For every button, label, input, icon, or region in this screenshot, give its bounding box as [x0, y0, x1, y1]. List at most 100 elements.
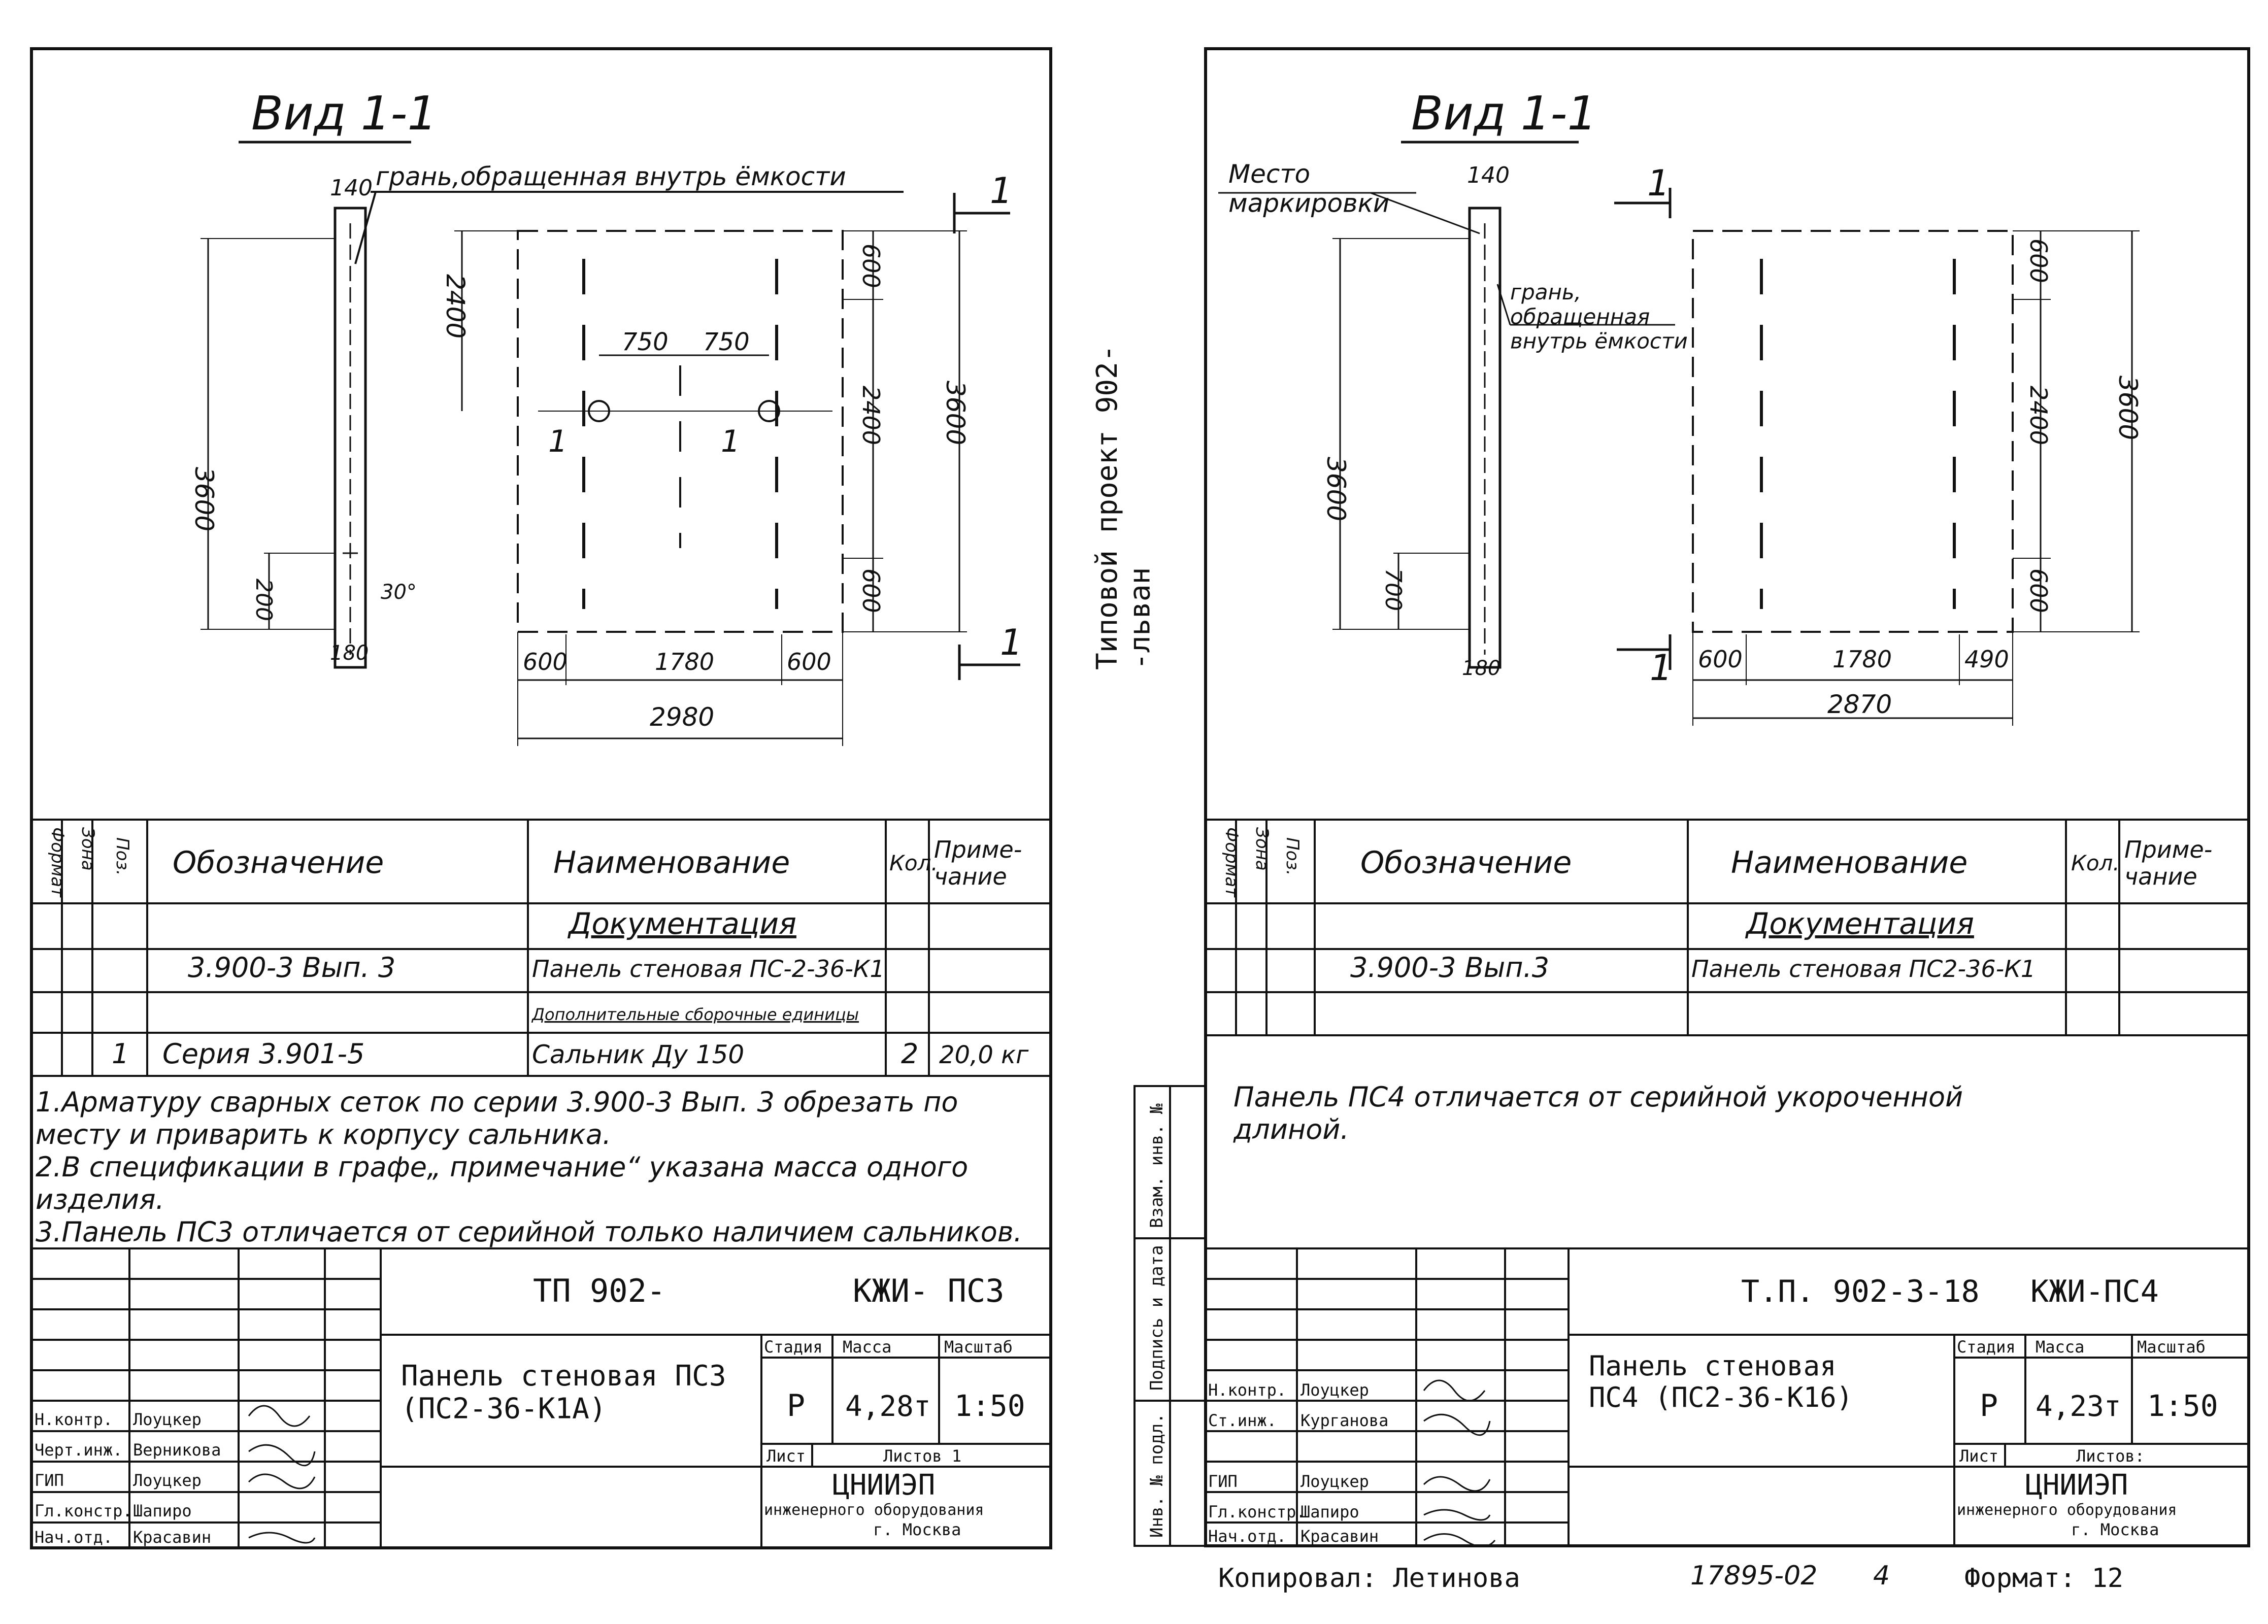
left-sheet: Вид 1-1 грань,обращенная внутрь ёмкости …: [30, 47, 1052, 1549]
left-dim-hole-spacing-left: 750: [622, 328, 669, 356]
left-spec-table: Формат Зона Поз. Обозначение Наименовани…: [31, 819, 1051, 1077]
left-role-1-name: Верникова: [133, 1440, 221, 1460]
right-spec-header-zone: Зона: [1252, 827, 1272, 871]
right-title-stage-header: Стадия: [1957, 1337, 2016, 1357]
left-role-0: Н.контр.: [35, 1410, 113, 1429]
left-title-mass-header: Масса: [843, 1337, 891, 1357]
left-title-sheet-header: Лист: [766, 1446, 806, 1466]
right-title-scale-header: Масштаб: [2137, 1337, 2206, 1357]
left-role-4: Нач.отд.: [35, 1528, 113, 1547]
left-dim-height-right: 3600: [941, 381, 970, 445]
right-spec-header-pos: Поз.: [1282, 837, 1303, 875]
left-title-scale-header: Масштаб: [944, 1337, 1013, 1357]
footer-copied-by: Копировал: Летинова: [1218, 1563, 1520, 1594]
left-dim-top-to-holes: 2400: [441, 274, 470, 339]
right-dim-bottom-gap: 700: [1380, 568, 1406, 611]
left-spec-header-note: Приме-чание: [934, 836, 1022, 890]
right-title-org: ЦНИИЭП: [2025, 1469, 2128, 1502]
right-role-2-name: Лоуцкер: [1300, 1472, 1369, 1491]
left-title-scale: 1:50: [954, 1389, 1025, 1423]
right-dim-inner-top: 600: [2025, 239, 2052, 283]
right-dim-inner-mid: 2400: [2025, 386, 2052, 445]
left-title-stage-header: Стадия: [764, 1337, 823, 1357]
left-dim-inner-top: 600: [857, 244, 885, 288]
left-spec-header-format: Формат: [47, 827, 68, 898]
right-view-title: Вид 1-1: [1411, 86, 1597, 141]
right-side-stamp-column: Инв. № подл. Подпись и дата Взам. инв. №: [1133, 1085, 1207, 1547]
footer-format: Формат: 12: [1964, 1563, 2124, 1594]
right-role-4-name: Красавин: [1300, 1527, 1379, 1546]
left-role-1: Черт.инж.: [35, 1440, 122, 1460]
right-title-sheets-header: Листов:: [2076, 1446, 2145, 1466]
left-dim-inner-mid: 2400: [857, 386, 885, 445]
right-dim-height-side: 3600: [1321, 457, 1351, 521]
right-spec-header-name: Наименование: [1731, 845, 1967, 881]
vertical-project-label: Типовой проект 902--льван: [1091, 345, 1156, 670]
right-side-label-replace: Взам. инв. №: [1147, 1103, 1167, 1228]
right-role-4: Нач.отд.: [1208, 1527, 1286, 1546]
left-spec-row-0-name: Документация: [567, 906, 796, 941]
right-title-city: г. Москва: [2071, 1520, 2159, 1539]
left-dim-height-side: 3600: [189, 467, 219, 531]
left-role-4-name: Красавин: [133, 1528, 211, 1547]
left-dim-bottom-right: 600: [787, 648, 831, 675]
left-view-title: Вид 1-1: [251, 86, 437, 141]
left-title-code-right: КЖИ- ПС3: [853, 1272, 1005, 1309]
right-role-3: Гл.констр.: [1208, 1502, 1306, 1521]
right-dim-thickness-bottom: 180: [1462, 657, 1500, 680]
left-hole-callout-1: 1: [548, 424, 568, 459]
left-dim-angle: 30°: [381, 581, 417, 604]
left-spec-row-3-pos: 1: [112, 1038, 129, 1070]
right-notes: Панель ПС4 отличается от серийной укороч…: [1233, 1081, 1963, 1145]
left-spec-row-3-note: 20,0 кг: [939, 1041, 1029, 1069]
left-dim-inner-bottom: 600: [857, 568, 885, 613]
right-role-0-name: Лоуцкер: [1300, 1380, 1369, 1400]
right-spec-row-0-name: Документация: [1745, 906, 1974, 941]
left-callout-text: грань,обращенная внутрь ёмкости: [376, 162, 846, 191]
left-title-stage: Р: [787, 1388, 805, 1424]
left-spec-row-3-qty: 2: [901, 1038, 918, 1070]
right-title-code-left: Т.П. 902-3-18: [1741, 1274, 1980, 1309]
right-spec-header-note: Приме-чание: [2124, 836, 2212, 890]
right-spec-header-designation: Обозначение: [1360, 845, 1572, 881]
left-title-org-sub: инженерного оборудования: [764, 1501, 984, 1519]
left-spec-row-1-name: Панель стеновая ПС-2-36-К1: [532, 955, 885, 983]
right-dim-bottom-mid: 1780: [1832, 646, 1892, 673]
right-role-3-name: Шапиро: [1300, 1502, 1359, 1521]
left-title-sheets-header: Листов 1: [883, 1446, 961, 1466]
right-title-mass: 4,23т: [2036, 1390, 2121, 1423]
right-spec-row-1-designation: 3.900-3 Вып.3: [1350, 952, 1549, 984]
left-spec-header-qty: Кол.: [889, 851, 938, 875]
right-dim-total-width: 2870: [1827, 690, 1892, 719]
left-dim-bottom-gap: 200: [251, 579, 277, 621]
right-title-mass-header: Масса: [2036, 1337, 2084, 1357]
right-role-1: Ст.инж.: [1208, 1411, 1277, 1430]
right-section-mark-top: 1: [1647, 162, 1670, 204]
right-side-label-sign: Подпись и дата: [1147, 1245, 1167, 1391]
left-role-3-name: Шапиро: [133, 1501, 192, 1520]
right-title-stage: Р: [1980, 1388, 1998, 1424]
left-title-code-left: ТП 902-: [533, 1272, 665, 1309]
left-section-mark-bottom: 1: [1000, 622, 1023, 663]
right-spec-table: Формат Зона Поз. Обозначение Наименовани…: [1206, 819, 2249, 1036]
left-title-org: ЦНИИЭП: [832, 1469, 935, 1502]
left-section-mark-top: 1: [990, 170, 1013, 212]
left-role-0-name: Лоуцкер: [133, 1410, 202, 1429]
left-title-city: г. Москва: [873, 1520, 961, 1539]
right-side-label-inv: Инв. № подл.: [1147, 1413, 1167, 1538]
left-role-3: Гл.констр.: [35, 1501, 132, 1520]
right-dim-height-right: 3600: [2113, 376, 2143, 440]
right-dim-inner-bottom: 600: [2025, 568, 2052, 613]
left-spec-row-3-name: Сальник Ду 150: [532, 1040, 744, 1069]
right-spec-header-qty: Кол.: [2071, 851, 2120, 875]
right-title-code-right: КЖИ-ПС4: [2030, 1274, 2159, 1309]
left-notes: 1.Арматуру сварных сеток по серии 3.900-…: [36, 1086, 1022, 1248]
left-spec-header-designation: Обозначение: [173, 845, 384, 881]
right-signature-marks: [1423, 1379, 1496, 1547]
right-title-org-sub: инженерного оборудования: [1957, 1501, 2177, 1519]
